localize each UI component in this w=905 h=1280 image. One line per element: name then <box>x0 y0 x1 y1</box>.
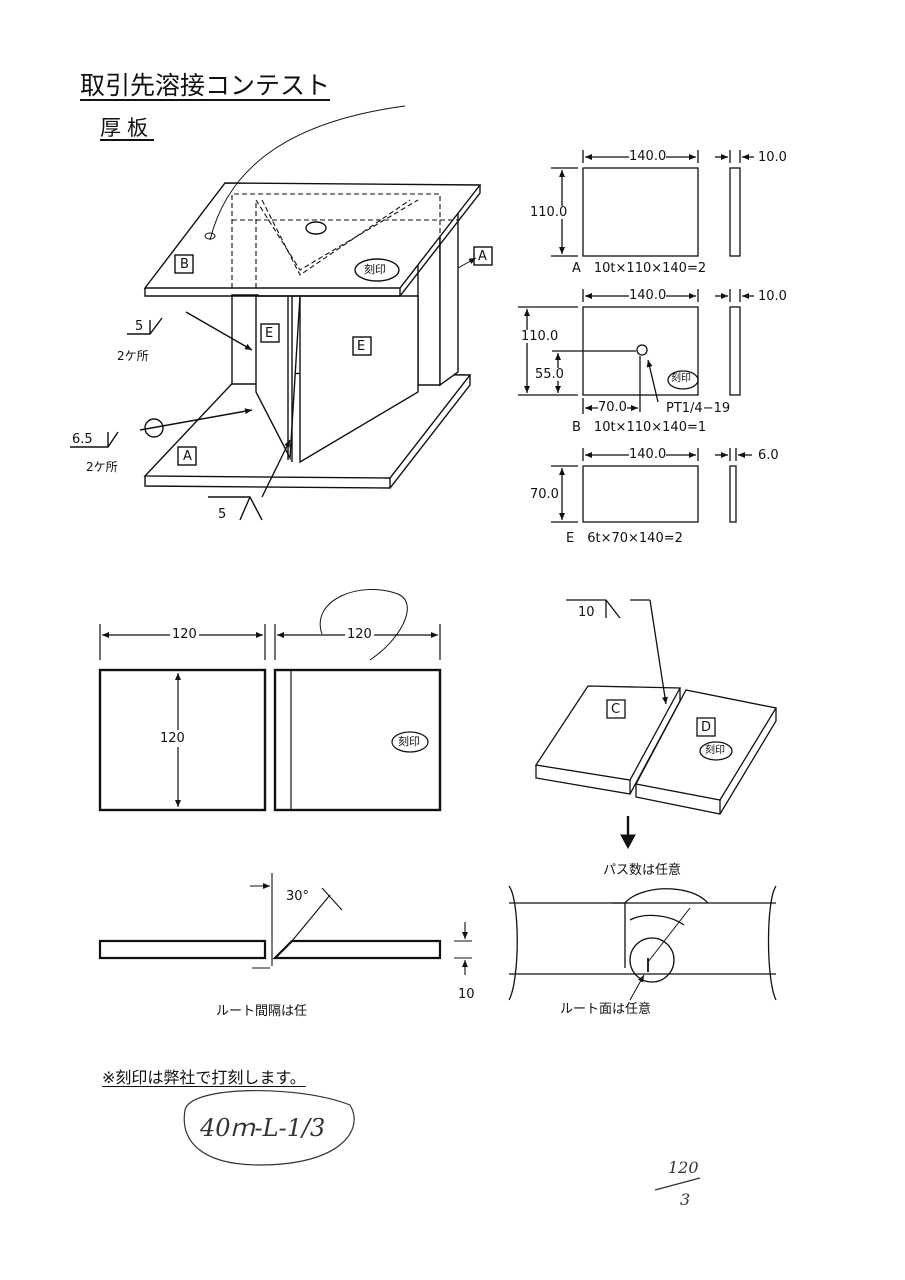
a-thickness: 10.0 <box>758 150 787 165</box>
b-half-height: 55.0 <box>535 367 564 382</box>
b-thickness: 10.0 <box>758 289 787 304</box>
b-width: 140.0 <box>629 288 667 303</box>
b-spec: B 10t×110×140=1 <box>572 420 707 435</box>
label-e-left: E <box>265 326 274 341</box>
pass-note: パス数は任意 <box>603 863 682 878</box>
stamp-footer-note: ※刻印は弊社で打刻します。 <box>102 1068 306 1087</box>
cd-stamp: 刻印 <box>705 745 725 756</box>
handwritten-marks <box>183 1090 701 1191</box>
iso-stamp: 刻印 <box>364 263 386 276</box>
plate-stamp: 刻印 <box>398 735 420 748</box>
b-port: PT1/4−19 <box>666 401 731 416</box>
plate-height: 120 <box>160 730 185 747</box>
part-drawings <box>518 150 754 523</box>
e-thickness: 6.0 <box>758 448 779 463</box>
label-c: C <box>611 702 621 717</box>
weld-size-1: 5 <box>135 319 144 334</box>
b-stamp: 刻印 <box>671 373 691 384</box>
e-width: 140.0 <box>629 447 667 462</box>
handwritten-fraction-bottom: 3 <box>680 1190 691 1209</box>
groove-angle: 30° <box>286 889 310 904</box>
down-arrow <box>620 816 636 850</box>
e-height: 70.0 <box>530 487 559 502</box>
a-width: 140.0 <box>629 149 667 164</box>
weld-count-1: 2ケ所 <box>117 349 149 363</box>
plate-right-width: 120 <box>345 627 374 642</box>
label-d: D <box>701 720 712 735</box>
groove-thickness: 10 <box>458 987 475 1002</box>
a-spec: A 10t×110×140=2 <box>572 261 707 276</box>
weld-size-2: 6.5 <box>72 432 93 447</box>
label-e-center: E <box>357 339 366 354</box>
cd-assembly <box>534 599 778 815</box>
b-offset: 70.0 <box>598 400 627 415</box>
root-face-note: ルート面は任意 <box>560 1002 652 1017</box>
weld-count-2: 2ケ所 <box>86 460 118 474</box>
b-height: 110.0 <box>521 329 559 344</box>
e-spec: E 6t×70×140=2 <box>566 531 683 546</box>
weld-size-3: 5 <box>218 507 227 522</box>
handwritten-circled: 40ｍ-L-1/3 <box>200 1114 326 1142</box>
iso-assembly <box>70 105 493 521</box>
page-title: 取引先溶接コンテスト <box>80 71 331 100</box>
groove-detail <box>98 873 472 975</box>
butt-plates <box>98 589 442 812</box>
label-b-top: B <box>180 257 189 272</box>
cd-weld-size: 10 <box>578 605 595 620</box>
weld-section <box>508 885 777 1001</box>
handwritten-fraction-top: 120 <box>668 1158 699 1177</box>
label-a-bottom: A <box>183 449 192 464</box>
root-gap-note: ルート間隔は任 <box>216 1004 308 1019</box>
plate-left-width: 120 <box>170 627 199 642</box>
label-a-right: A <box>478 249 487 264</box>
a-height: 110.0 <box>530 205 568 220</box>
page-subtitle: 厚板 <box>100 116 154 140</box>
